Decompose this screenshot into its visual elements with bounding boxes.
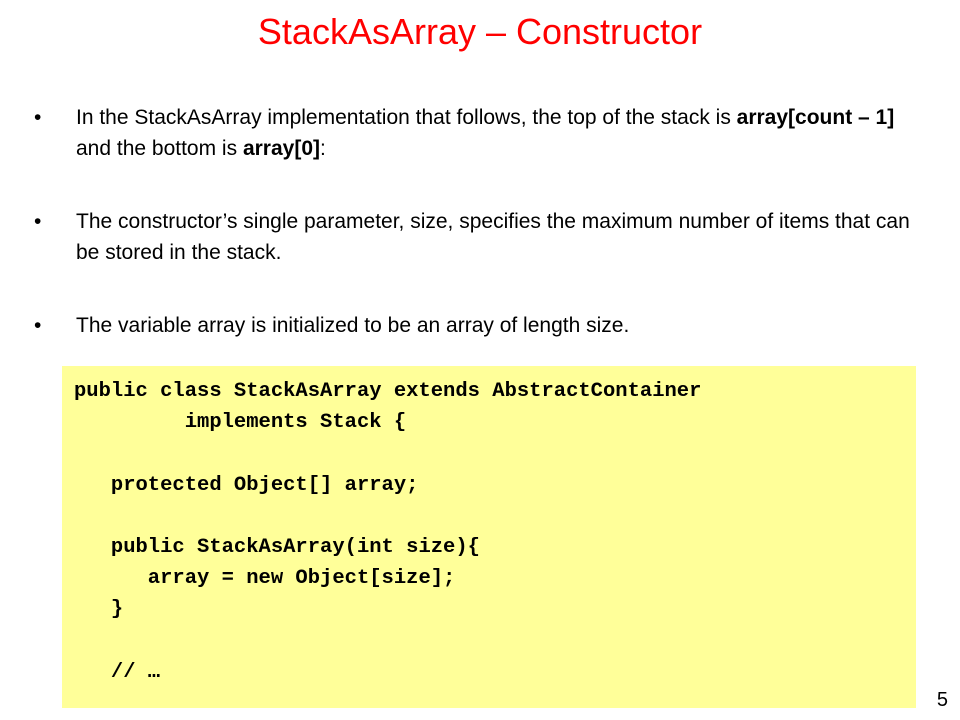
slide-title: StackAsArray – Constructor [257, 11, 703, 52]
bullet-text: The constructor’s single parameter, size… [76, 210, 910, 264]
bullet-dot-icon: • [34, 210, 42, 233]
page-number: 5 [936, 689, 948, 711]
bullet-text-part: and the bottom is [76, 137, 243, 160]
bullet-item: • The constructor’s single parameter, si… [30, 206, 930, 268]
bullet-text: In the StackAsArray implementation that … [76, 106, 894, 160]
bullet-item: • In the StackAsArray implementation tha… [30, 102, 930, 164]
bullet-dot-icon: • [34, 314, 42, 337]
code-line: protected Object[] array; [74, 473, 419, 497]
bullet-bold-part: array[0] [242, 137, 320, 160]
bullet-bold-part: array[count – 1] [736, 106, 895, 129]
code-line: } [74, 598, 124, 622]
bullet-text: The variable array is initialized to be … [76, 314, 630, 337]
bullet-dot-icon: • [34, 106, 42, 129]
code-line: implements Stack { [74, 411, 407, 435]
code-listing: public class StackAsArray extends Abstra… [62, 366, 916, 688]
bullet-text-part: : [320, 137, 326, 160]
bullet-item: • The variable array is initialized to b… [30, 310, 930, 341]
code-block: public class StackAsArray extends Abstra… [62, 366, 916, 708]
code-line: array = new Object[size]; [74, 567, 456, 591]
code-line: public class StackAsArray extends Abstra… [74, 380, 702, 403]
bullet-text-part: In the StackAsArray implementation that … [76, 106, 737, 129]
code-line: public StackAsArray(int size){ [74, 536, 480, 560]
code-line: // … [74, 660, 161, 684]
bullet-list: • In the StackAsArray implementation tha… [30, 102, 930, 383]
